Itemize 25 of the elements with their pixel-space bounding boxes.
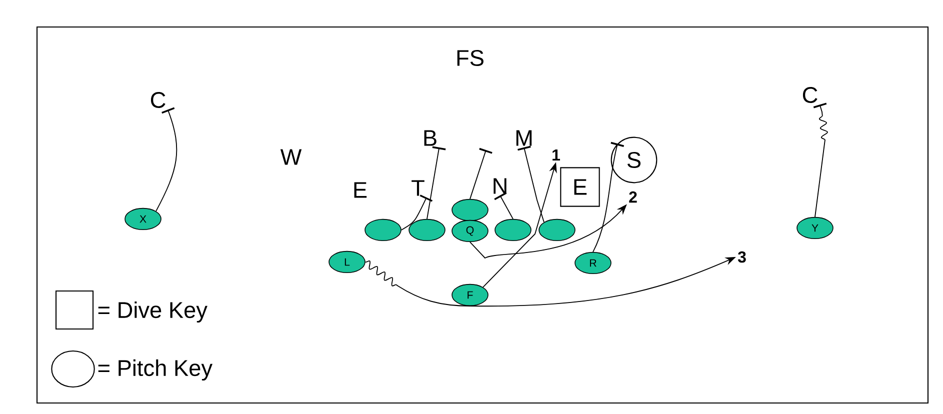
defender-letter: C xyxy=(150,92,166,108)
player-ellipse xyxy=(494,218,532,242)
defender-letter: M xyxy=(516,130,532,146)
circled-letter: S xyxy=(610,136,658,184)
legend-text: = Dive Key xyxy=(98,301,208,323)
route-number: 3 xyxy=(738,251,746,263)
block-line xyxy=(518,146,544,223)
legend-text: = Pitch Key xyxy=(98,359,212,381)
defender-letter: E xyxy=(354,182,367,198)
defender-letter: C xyxy=(802,86,818,104)
player-ellipse xyxy=(364,218,402,242)
defender-letter: B xyxy=(424,130,436,146)
boxed-letter: E xyxy=(560,167,600,207)
block-line xyxy=(156,107,178,212)
block-line xyxy=(494,192,514,220)
player-ellipse xyxy=(452,198,488,222)
defender-letter: T xyxy=(412,180,424,196)
block-line xyxy=(426,146,446,220)
defender-letter: FS xyxy=(457,50,484,66)
player-ellipse xyxy=(538,218,576,242)
defender-letter: N xyxy=(494,178,506,194)
player-ellipse xyxy=(408,218,446,242)
defender-letter: W xyxy=(280,149,302,165)
route-number: 2 xyxy=(629,191,637,203)
route-number: 1 xyxy=(552,150,560,160)
